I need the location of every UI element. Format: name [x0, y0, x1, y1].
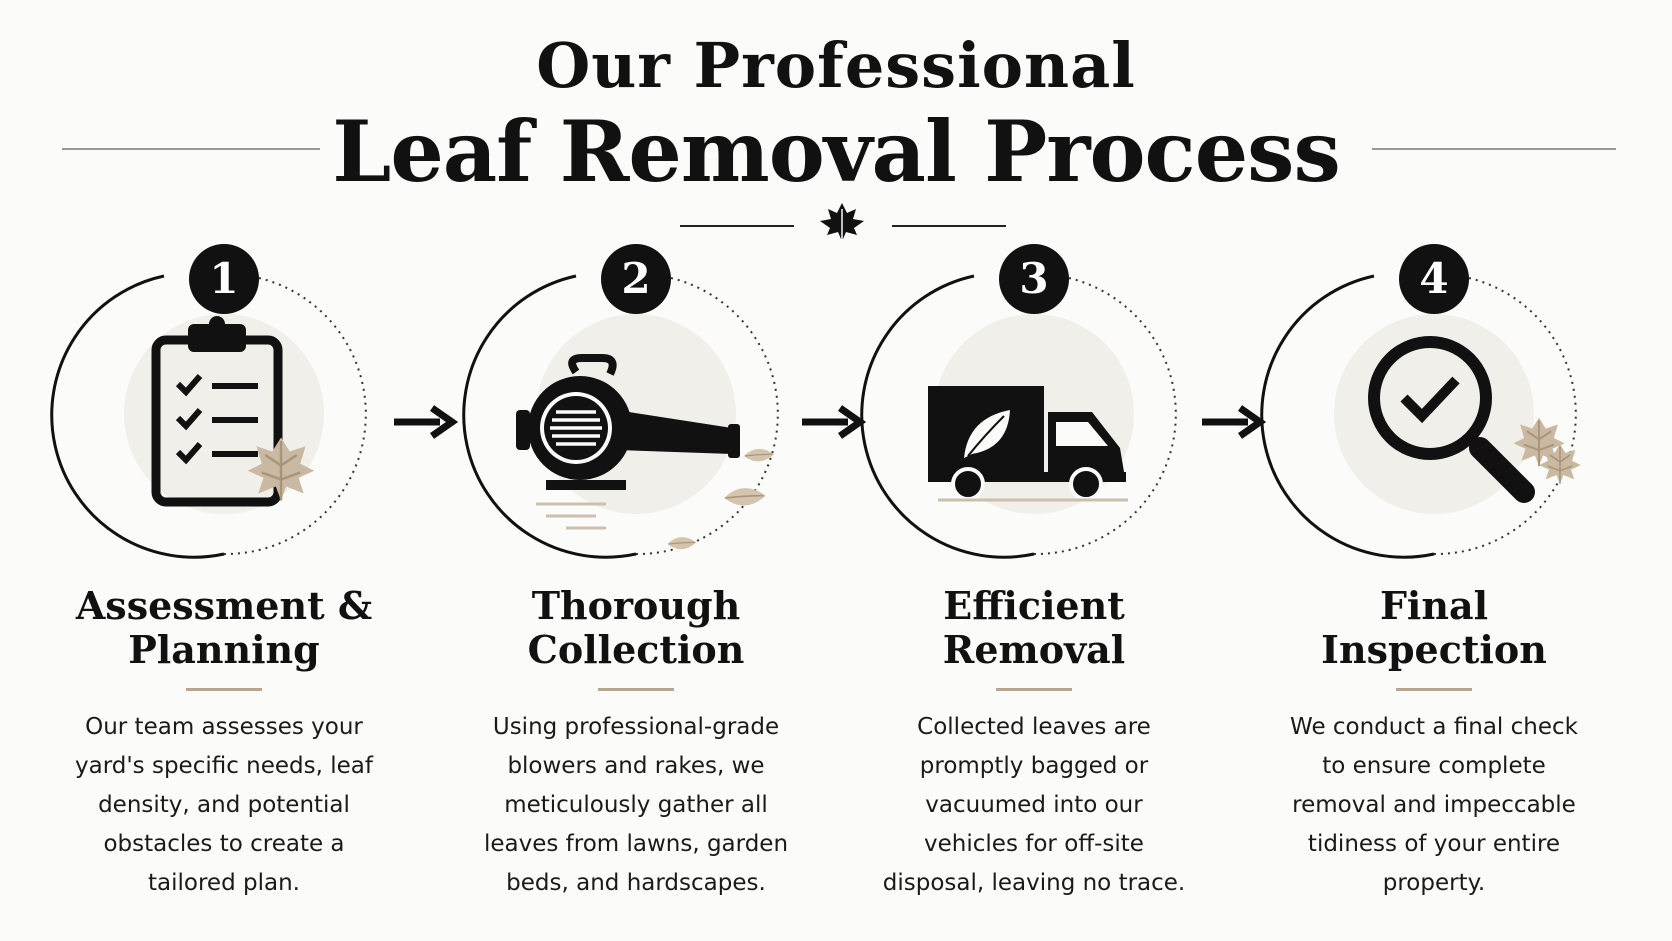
- magnifier-check-icon: [1368, 336, 1582, 503]
- step-3: 3 Efficient Removal Collected leaves are…: [844, 244, 1224, 904]
- title-divider-left: [62, 148, 320, 150]
- step-3-title: Efficient Removal: [844, 584, 1224, 672]
- step-1-description: Our team assesses your yard's specific n…: [74, 714, 373, 896]
- leaf-blower-icon: [516, 354, 775, 550]
- ornament-line-left: [680, 225, 794, 227]
- step-1-number-badge: 1: [189, 244, 259, 314]
- step-1-accent-rule: [186, 688, 262, 691]
- step-2: 2 Thorough Collection Using professional…: [446, 244, 826, 904]
- step-4-title-line2: Inspection: [1321, 627, 1547, 672]
- step-4-title: Final Inspection: [1244, 584, 1624, 672]
- step-2-title-line1: Thorough: [531, 583, 741, 628]
- step-2-accent-rule: [598, 688, 674, 691]
- arrow-right-icon: [1202, 405, 1266, 439]
- step-3-title-line1: Efficient: [943, 583, 1125, 628]
- step-4-accent-rule: [1396, 688, 1472, 691]
- truck-icon: [928, 386, 1128, 502]
- arrow-right-icon: [394, 405, 458, 439]
- maple-leaf-ornament-icon: [820, 203, 864, 239]
- step-2-title-line2: Collection: [527, 627, 745, 672]
- step-2-title: Thorough Collection: [446, 584, 826, 672]
- title-divider-right: [1372, 148, 1616, 150]
- step-4-title-line1: Final: [1379, 583, 1489, 628]
- step-1-title-line2: Planning: [128, 627, 320, 672]
- step-3-title-line2: Removal: [942, 627, 1126, 672]
- step-3-accent-rule: [996, 688, 1072, 691]
- step-3-number-badge: 3: [999, 244, 1069, 314]
- step-4-number-badge: 4: [1399, 244, 1469, 314]
- step-3-description: Collected leaves are promptly bagged or …: [882, 714, 1186, 896]
- arrow-right-icon: [802, 405, 866, 439]
- step-2-number-badge: 2: [601, 244, 671, 314]
- ornament-line-right: [892, 225, 1006, 227]
- clipboard-checklist-icon: [151, 316, 316, 507]
- step-1-title-line1: Assessment &: [75, 583, 373, 628]
- page-title-line1: Our Professional: [536, 29, 1136, 102]
- step-1-title: Assessment & Planning: [34, 584, 414, 672]
- step-4: 4 Final Inspection We conduct a final ch…: [1244, 244, 1624, 904]
- step-4-description: We conduct a final check to ensure compl…: [1290, 714, 1578, 896]
- step-2-description: Using professional-grade blowers and rak…: [483, 714, 789, 896]
- page-title-line2: Leaf Removal Process: [332, 102, 1340, 201]
- step-1: 1 Assessment & Planning Our team assesse…: [34, 244, 414, 904]
